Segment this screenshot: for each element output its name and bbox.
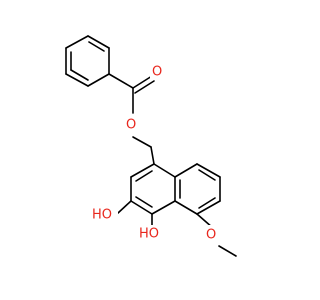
ester-linkage bbox=[108, 73, 155, 165]
aromatic-inner-bond bbox=[198, 169, 216, 181]
naphthalene-core bbox=[130, 163, 221, 215]
hydroxyl-label-upper: HO bbox=[92, 208, 112, 223]
bond bbox=[196, 200, 221, 215]
bond bbox=[151, 200, 176, 215]
bond bbox=[117, 200, 132, 214]
carbonyl-oxygen-label: O bbox=[152, 65, 162, 80]
bond bbox=[87, 73, 110, 87]
atom-labels: O O HO HO O bbox=[90, 63, 220, 243]
bond bbox=[218, 245, 237, 257]
methoxy-oxygen-label: O bbox=[206, 228, 216, 243]
bond bbox=[153, 163, 176, 178]
benzoyl-ring bbox=[65, 35, 110, 87]
bond bbox=[130, 163, 155, 178]
hydroxyl-label-lower: HO bbox=[139, 227, 159, 242]
bond bbox=[150, 146, 155, 165]
aromatic-inner-bond bbox=[135, 170, 153, 182]
bond bbox=[65, 35, 89, 49]
carbonyl-bond bbox=[134, 80, 155, 94]
molecule-structure: O O HO HO O bbox=[65, 35, 237, 257]
bond bbox=[130, 200, 153, 215]
bond bbox=[132, 136, 152, 148]
bond bbox=[87, 35, 110, 49]
carbonyl-bond bbox=[132, 75, 153, 89]
bond bbox=[65, 73, 89, 87]
aromatic-inner-bond bbox=[70, 69, 89, 81]
ester-oxygen-label: O bbox=[126, 118, 136, 133]
bond bbox=[108, 73, 134, 89]
bond bbox=[196, 163, 221, 178]
aromatic-inner-bond bbox=[198, 197, 216, 209]
bond bbox=[174, 163, 198, 178]
aromatic-inner-bond bbox=[135, 196, 153, 208]
aromatic-inner-bond bbox=[88, 41, 105, 52]
bond bbox=[174, 200, 198, 215]
